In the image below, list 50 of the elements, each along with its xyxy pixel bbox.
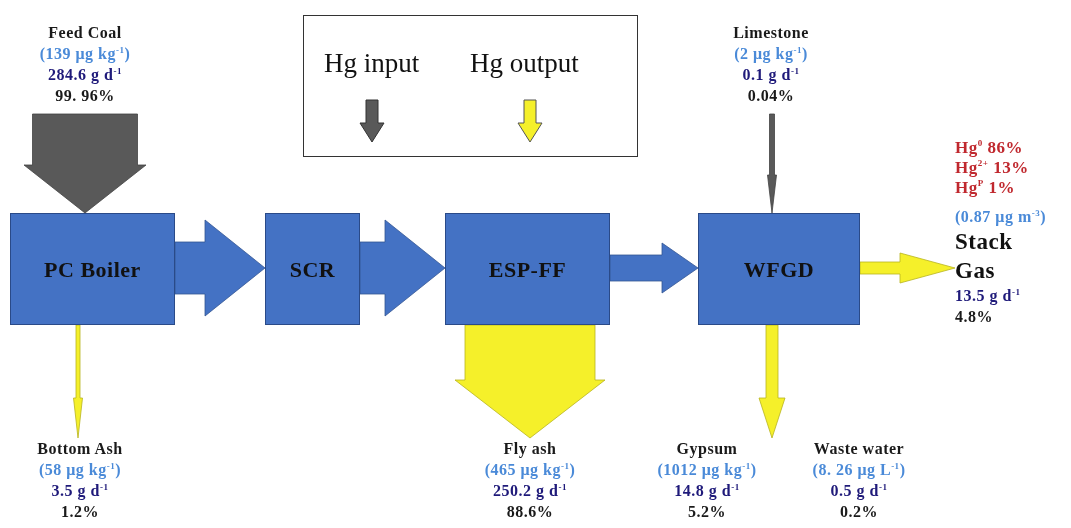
concentration-label: (58 μg kg$^{-1}$) [38,459,122,480]
source-name: Waste water [813,439,905,459]
source-name: Fly ash [503,439,557,459]
flux-label: 250.2 g d$^{-1}$ [493,480,567,501]
source-name: Gypsum [676,439,738,459]
concentration-label: (2 μg kg$^{-1}$) [734,43,808,64]
concentration-label: (8. 26 μg L$^{-1}$) [812,459,906,480]
percentage-label: 88.6% [506,502,554,522]
percentage-label: 0.2% [840,502,878,522]
process-box [10,213,175,325]
percentage-label: 1.2% [61,502,99,522]
source-name: Bottom Ash [37,439,123,459]
flux-label: 3.5 g d$^{-1}$ [51,480,109,501]
concentration-label: (0.87 μg m$^{-3}$) [955,206,1047,227]
source-name: Feed Coal [48,23,122,43]
flux-label: 0.5 g d$^{-1}$ [830,480,888,501]
flux-label: 13.5 g d$^{-1}$ [955,285,1021,306]
percentage-label: 99. 96% [55,86,115,106]
flux-label: 284.6 g d$^{-1}$ [48,64,122,85]
flow-arrow [767,113,777,214]
process-name: ESP-FF [488,258,567,280]
flow-arrow [23,113,147,214]
legend-label: Hg input [324,48,420,79]
process-box [265,213,360,325]
flow-arrow [859,252,956,284]
concentration-label: (1012 μg kg$^{-1}$) [657,459,757,480]
percentage-label: 0.04% [747,86,795,106]
flow-arrow [609,242,699,294]
species-share: Hg$^{0}$ 86% [955,138,1023,158]
flow-arrow [758,324,786,439]
legend-label: Hg output [470,48,579,79]
source-name: Limestone [733,23,809,43]
flux-label: 14.8 g d$^{-1}$ [674,480,740,501]
flux-label: 0.1 g d$^{-1}$ [742,64,800,85]
process-name: PC Boiler [44,258,141,280]
species-share: Hg$^{2+}$ 13% [955,158,1029,178]
percentage-label: 5.2% [688,502,726,522]
process-box [698,213,860,325]
process-name: SCR [289,258,336,280]
flow-arrow [454,324,606,439]
output-name: Stack Gas [955,228,1014,285]
process-name: WFGD [743,258,815,280]
process-box [445,213,610,325]
species-share: Hg$^{P}$ 1% [955,178,1015,198]
percentage-label: 4.8% [955,307,993,327]
flow-arrow [73,324,83,439]
flow-arrow [359,219,446,317]
concentration-label: (139 μg kg$^{-1}$) [39,43,131,64]
concentration-label: (465 μg kg$^{-1}$) [484,459,576,480]
flow-arrow [174,219,266,317]
